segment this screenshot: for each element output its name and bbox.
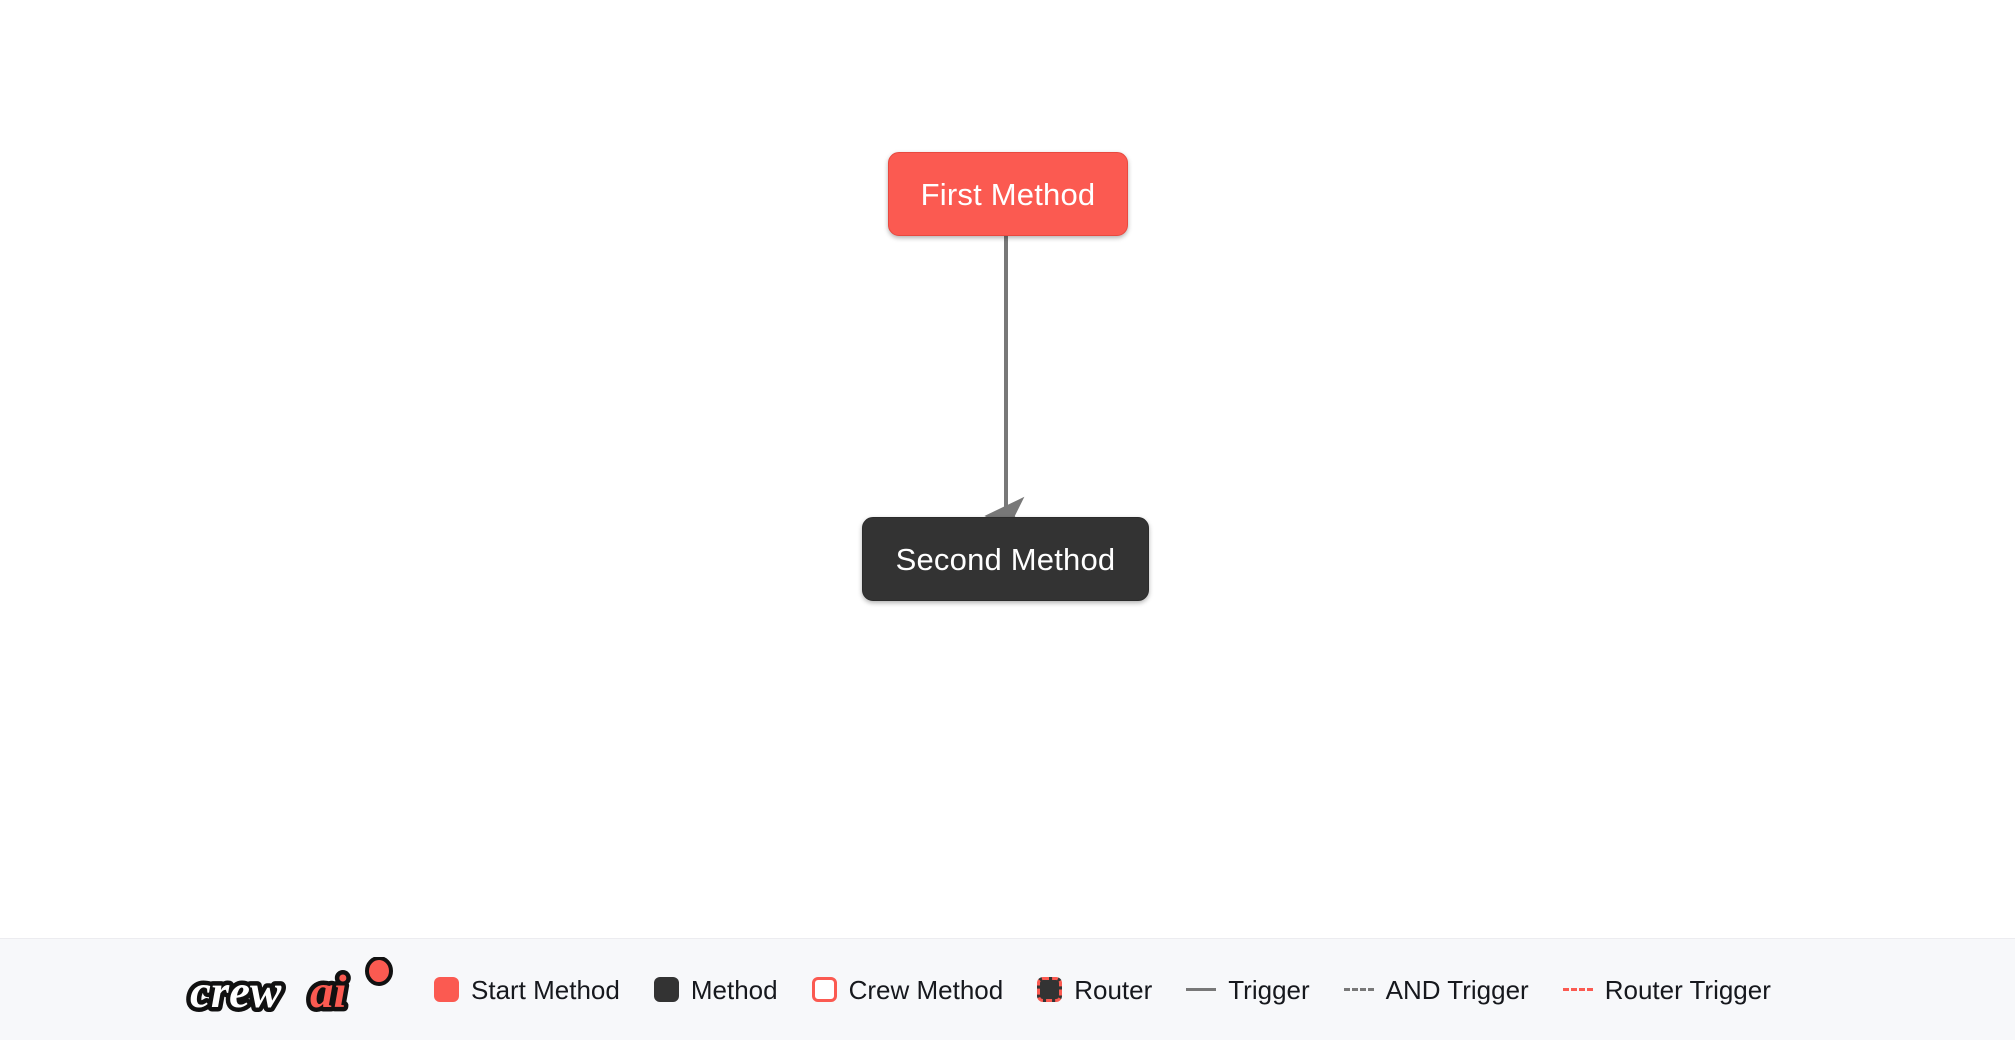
and-trigger-line-icon: [1343, 988, 1374, 991]
router-swatch-icon: [1037, 977, 1063, 1002]
start-method-swatch-icon: [434, 977, 459, 1002]
node-first-method[interactable]: First Method: [888, 152, 1128, 236]
crewai-logo: crew crew ai ai: [186, 955, 408, 1023]
node-second-method-label: Second Method: [895, 541, 1116, 577]
crewai-logo-outline-crew: crew: [190, 966, 282, 1018]
edge-layer: [984, 236, 1025, 536]
legend-item-trigger-label: Trigger: [1228, 974, 1310, 1005]
router-trigger-line-icon: [1562, 988, 1593, 991]
legend-item-crew-method[interactable]: Crew Method: [811, 974, 1004, 1005]
crewai-logo-outline-ai: ai: [310, 966, 347, 1018]
crewai-logo-svg: crew crew ai ai: [186, 955, 393, 1022]
legend-item-trigger[interactable]: Trigger: [1186, 974, 1310, 1005]
legend-item-router-label: Router: [1074, 974, 1153, 1005]
node-first-method-label: First Method: [920, 176, 1096, 212]
legend-item-router[interactable]: Router: [1037, 977, 1152, 1003]
legend-items: Start Method Method Crew Method Router T…: [434, 977, 1771, 1003]
legend-item-router-trigger[interactable]: Router Trigger: [1562, 974, 1771, 1005]
legend-item-start-method-label: Start Method: [471, 974, 620, 1005]
crew-method-swatch-icon: [811, 977, 837, 1002]
crewai-logo-dot: [365, 955, 393, 986]
legend-item-crew-method-label: Crew Method: [848, 974, 1004, 1005]
crewai-logo-text-crew: crew: [190, 966, 282, 1018]
method-swatch-icon: [653, 977, 679, 1002]
legend-item-and-trigger-label: AND Trigger: [1385, 974, 1529, 1005]
trigger-line-icon: [1186, 988, 1217, 991]
crewai-logo-text-ai: ai: [310, 966, 347, 1018]
legend-item-method-label: Method: [690, 974, 778, 1005]
legend-item-and-trigger[interactable]: AND Trigger: [1343, 974, 1529, 1005]
legend-item-method[interactable]: Method: [653, 974, 778, 1005]
legend-item-start-method[interactable]: Start Method: [434, 977, 620, 1003]
node-second-method[interactable]: Second Method: [862, 517, 1149, 601]
flow-canvas[interactable]: First Method Second Method: [0, 0, 2015, 938]
legend-item-router-trigger-label: Router Trigger: [1604, 974, 1771, 1005]
legend-bar: crew crew ai ai Start Method Method Crew…: [0, 938, 2015, 1040]
